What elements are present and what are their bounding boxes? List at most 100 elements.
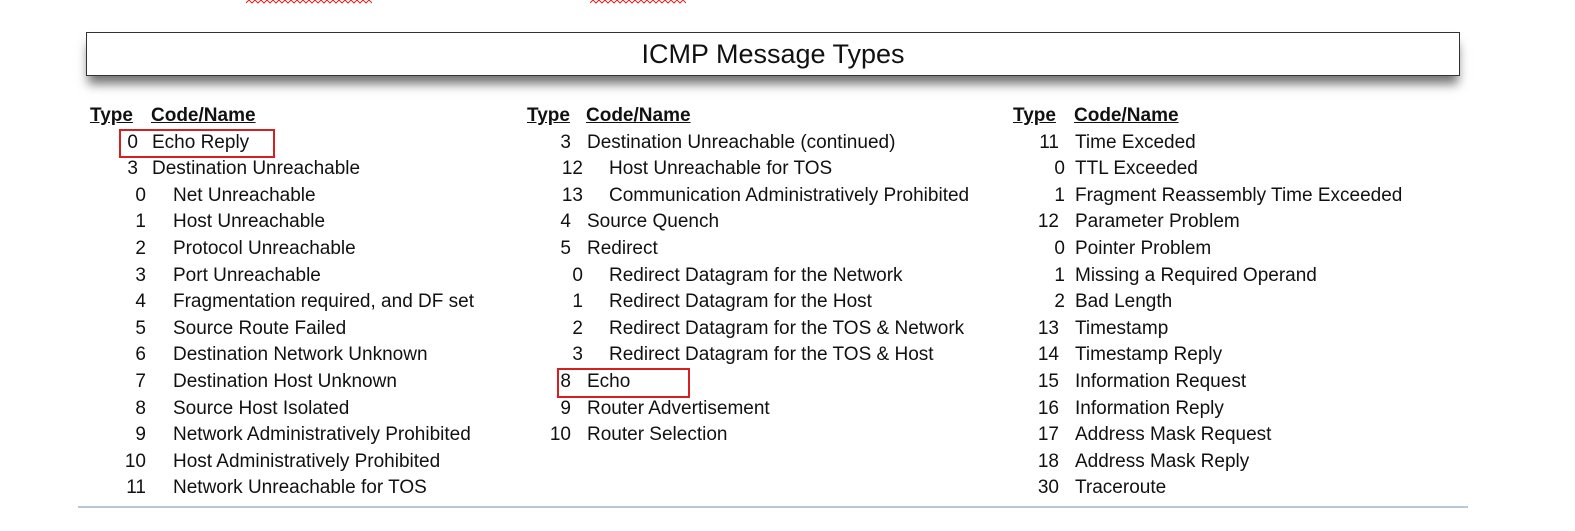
row-name: Time Exceded [1075, 131, 1196, 153]
row-name: Network Unreachable for TOS [173, 477, 427, 499]
row-number: 0 [1054, 238, 1065, 259]
title-text: ICMP Message Types [641, 38, 905, 69]
row-name: Port Unreachable [173, 264, 321, 286]
row-name: Fragmentation required, and DF set [173, 291, 474, 313]
spellcheck-squiggle [246, 0, 372, 4]
row-name: Redirect Datagram for the Host [609, 291, 872, 313]
row-number: 0 [135, 184, 146, 206]
row-number: 0 [572, 264, 583, 286]
row-number: 3 [560, 131, 571, 153]
row-number: 2 [135, 238, 146, 259]
message-type-row: 10 Router Selection [527, 422, 987, 449]
row-number: 11 [1039, 131, 1059, 153]
row-name: Router Selection [587, 424, 728, 446]
row-number: 30 [1037, 477, 1059, 499]
row-number: 1 [135, 211, 146, 233]
row-number: 9 [135, 424, 146, 446]
row-number: 14 [1037, 344, 1059, 366]
row-number: 15 [1037, 371, 1059, 392]
row-number: 10 [549, 424, 571, 446]
code-row: 2 Bad Length [1013, 289, 1473, 316]
message-type-row: 30 Traceroute [1013, 475, 1473, 502]
row-name: Redirect Datagram for the TOS & Network [609, 317, 965, 339]
row-number: 11 [126, 477, 146, 499]
message-type-row: 15 Information Request [1013, 369, 1473, 396]
row-name: Traceroute [1075, 477, 1167, 499]
row-number: 5 [135, 317, 146, 339]
row-number: 12 [561, 158, 583, 180]
row-number: 2 [1054, 291, 1065, 313]
row-name: Router Advertisement [587, 397, 770, 419]
table-title: ICMP Message Types [86, 32, 1460, 76]
row-name: Protocol Unreachable [173, 238, 356, 259]
row-name: Missing a Required Operand [1075, 264, 1317, 286]
bottom-divider [78, 506, 1468, 508]
row-number: 8 [135, 397, 146, 419]
row-number: 17 [1037, 424, 1059, 446]
code-row: 0 Pointer Problem [1013, 236, 1473, 263]
row-number: 1 [572, 291, 583, 313]
row-name: Fragment Reassembly Time Exceeded [1075, 184, 1403, 206]
row-name: Communication Administratively Prohibite… [609, 184, 970, 206]
row-name: Pointer Problem [1075, 238, 1212, 259]
row-number: 13 [1037, 317, 1059, 339]
row-name: Destination Unreachable [152, 158, 361, 180]
row-name: Net Unreachable [173, 184, 316, 206]
header-codename: Code/Name [151, 105, 256, 126]
row-name: Network Administratively Prohibited [173, 424, 471, 446]
message-type-row: 0 Echo Reply [90, 130, 550, 157]
message-type-row: 17 Address Mask Request [1013, 422, 1473, 449]
row-name: TTL Exceeded [1075, 158, 1198, 180]
code-row: 8 Source Host Isolated [90, 396, 550, 423]
row-number: 0 [127, 131, 138, 153]
row-name: Timestamp [1075, 317, 1169, 339]
row-number: 10 [124, 450, 146, 472]
code-row: 5 Source Route Failed [90, 316, 550, 343]
row-name: Information Request [1075, 371, 1247, 392]
row-name: Address Mask Request [1075, 424, 1272, 446]
row-name: Destination Network Unknown [173, 344, 428, 366]
row-name: Redirect [587, 238, 658, 259]
row-name: Information Reply [1075, 397, 1224, 419]
row-name: Source Quench [587, 211, 720, 233]
row-name: Address Mask Reply [1075, 450, 1250, 472]
row-name: Host Administratively Prohibited [173, 450, 441, 472]
code-row: 0 Net Unreachable [90, 183, 550, 210]
row-name: Source Host Isolated [173, 397, 350, 419]
header-codename: Code/Name [586, 105, 691, 126]
row-name: Parameter Problem [1075, 211, 1240, 233]
row-name: Source Route Failed [173, 317, 347, 339]
row-name: Echo Reply [152, 131, 250, 153]
highlight-box [119, 128, 275, 159]
row-number: 3 [572, 344, 583, 366]
code-row: 3 Port Unreachable [90, 263, 550, 290]
row-number: 1 [1054, 184, 1065, 206]
code-row: 1 Redirect Datagram for the Host [527, 289, 987, 316]
code-row: 1 Fragment Reassembly Time Exceeded [1013, 183, 1473, 210]
code-row: 9 Network Administratively Prohibited [90, 422, 550, 449]
row-name: Bad Length [1075, 291, 1173, 313]
header-type: Type [90, 105, 133, 126]
message-type-row: 11 Time Exceded [1013, 130, 1473, 157]
header-type: Type [1013, 105, 1056, 126]
row-name: Host Unreachable for TOS [609, 158, 833, 180]
row-number: 3 [135, 264, 146, 286]
code-row: 10 Host Administratively Prohibited [90, 449, 550, 476]
